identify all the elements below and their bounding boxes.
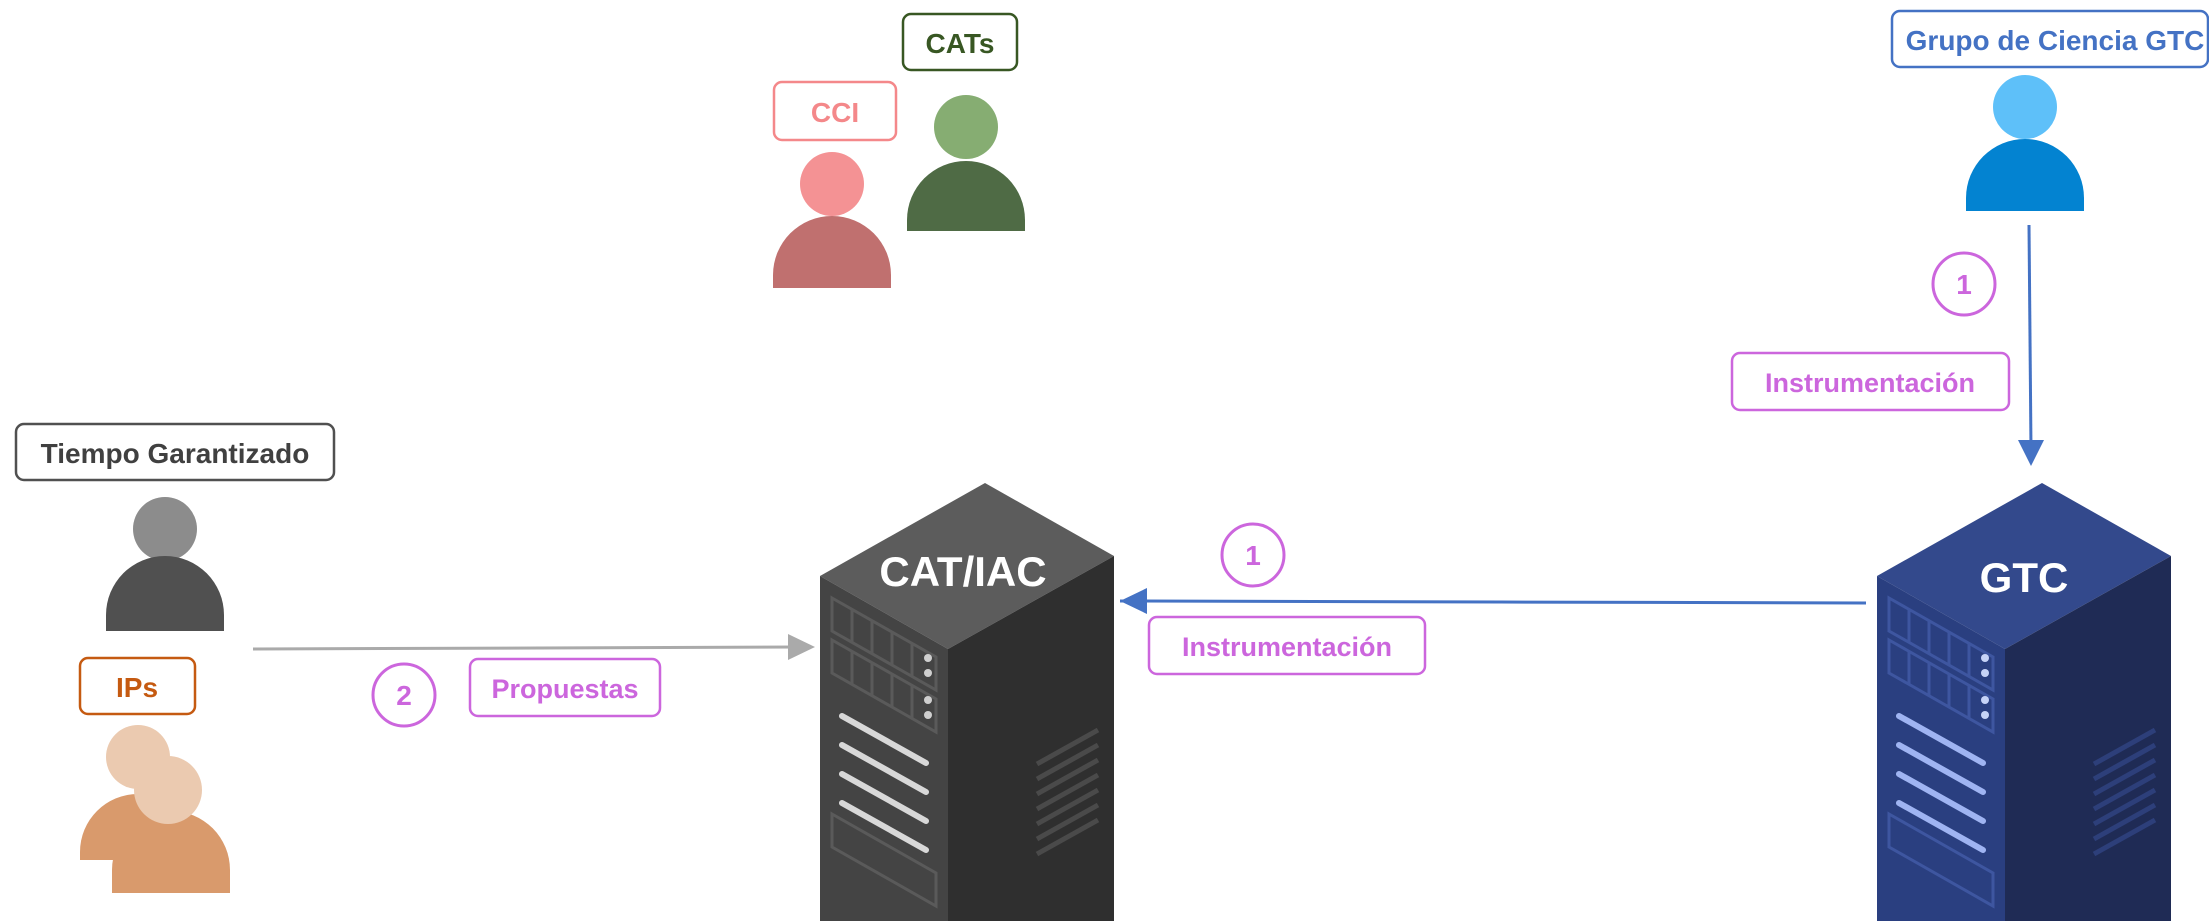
tiempo-garantizado-box (14, 422, 336, 482)
gtc-server-leds (1981, 654, 1989, 719)
instrumentacion-label-left: Instrumentación (1182, 632, 1392, 662)
step-1-badge-left (1220, 522, 1286, 588)
tiempo-garantizado-label: Tiempo Garantizado (41, 438, 310, 469)
cci-person-icon (773, 152, 891, 288)
gtc-server-icon: GTC (1877, 483, 2171, 921)
propuestas-label: Propuestas (491, 674, 638, 704)
cats-person-icon (907, 95, 1025, 231)
grupo-gtc-person-icon (1966, 75, 2084, 211)
step-1-badge-right (1931, 251, 1997, 317)
grupo-gtc-box (1890, 9, 2209, 69)
cat-iac-server-icon: CAT/IAC (820, 483, 1114, 921)
arrow-instrumentacion-grupo-to-gtc (2018, 224, 2044, 466)
step-1-number-left: 1 (1245, 540, 1261, 571)
gtc-server-slots (1896, 713, 1986, 853)
instrumentacion-label-right: Instrumentación (1765, 368, 1975, 398)
ips-box (78, 656, 197, 716)
tiempo-garantizado-group: Tiempo Garantizado (14, 422, 336, 631)
gtc-label: GTC (1980, 554, 2069, 601)
cci-label: CCI (811, 97, 859, 128)
gtc-server-vents (2092, 727, 2157, 857)
step-instrumentacion-right: 1 Instrumentación (1730, 251, 2011, 412)
grupo-gtc-group: Grupo de Ciencia GTC (1890, 9, 2209, 211)
step-2-number: 2 (396, 680, 412, 711)
arrow-instrumentacion-gtc-to-cat (1119, 588, 1867, 614)
cat-iac-server-bays (830, 595, 938, 909)
step-2-badge (371, 662, 437, 728)
step-propuestas: 2 Propuestas (371, 657, 662, 728)
instrumentacion-box-right (1730, 351, 2011, 412)
cci-box (772, 80, 898, 142)
propuestas-box (468, 657, 662, 718)
gtc-server-bays (1887, 595, 1995, 909)
cci-group: CCI (772, 80, 898, 288)
cat-iac-label: CAT/IAC (879, 548, 1046, 595)
cats-group: CATs (901, 12, 1025, 231)
instrumentacion-box-left (1147, 615, 1427, 676)
arrow-propuestas (252, 634, 815, 660)
cat-iac-server-slots (839, 713, 929, 853)
step-1-number-right: 1 (1956, 269, 1972, 300)
cats-box (901, 12, 1019, 72)
cat-iac-server-leds (924, 654, 932, 719)
cat-iac-server-vents (1035, 727, 1100, 857)
cats-label: CATs (926, 28, 995, 59)
tiempo-garantizado-person-icon (106, 497, 224, 631)
ips-group: IPs (78, 656, 230, 893)
ips-people-icon (80, 725, 230, 893)
ips-label: IPs (116, 672, 158, 703)
grupo-gtc-label: Grupo de Ciencia GTC (1906, 25, 2205, 56)
step-instrumentacion-left: 1 Instrumentación (1147, 522, 1427, 676)
